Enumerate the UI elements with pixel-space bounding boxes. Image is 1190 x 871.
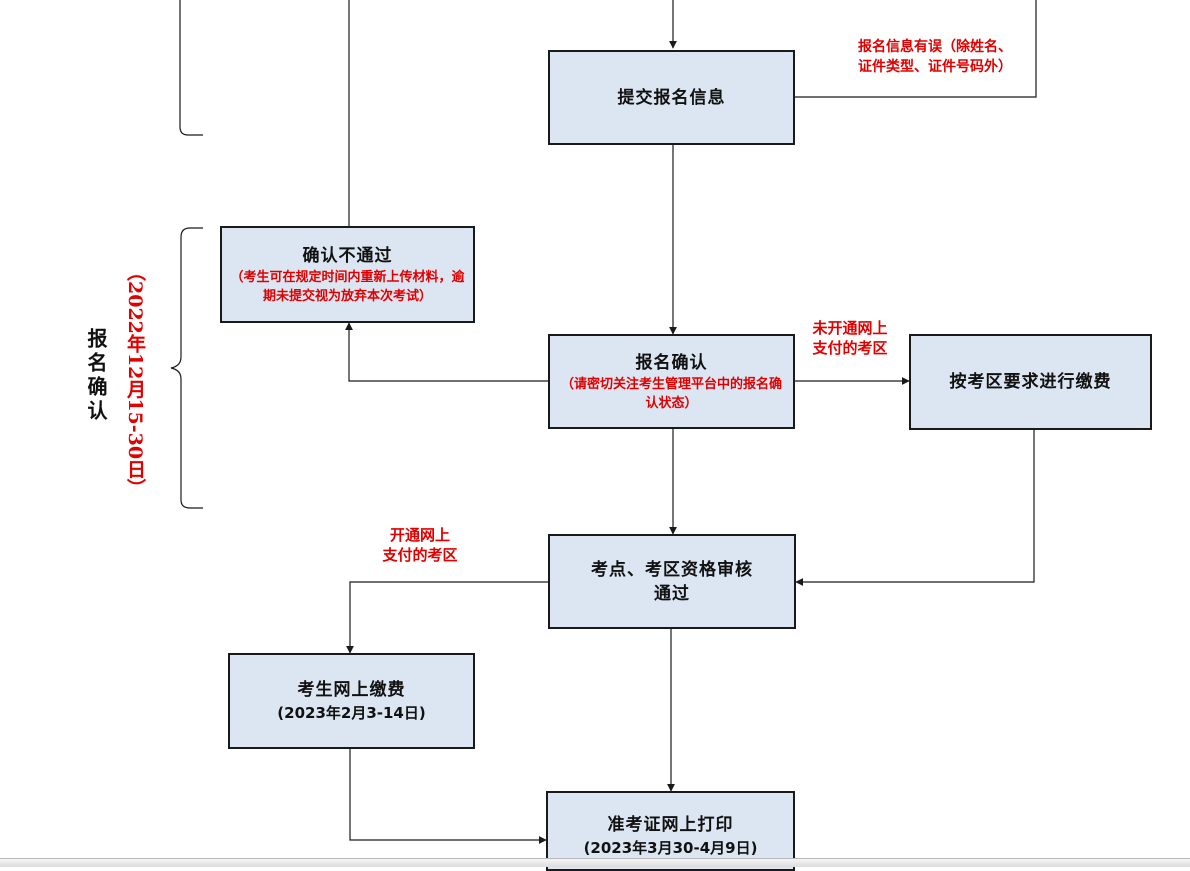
online-pay-date: (2023年2月3-14日) (277, 704, 426, 722)
stage-brace (170, 227, 203, 509)
label-info-error-line2: 证件类型、证件号码外） (858, 59, 1012, 75)
arrow-online-pay-to-print (349, 749, 547, 844)
line-info-error-loop (795, 0, 1037, 98)
label-info-error-line1: 报名信息有误（除姓名、 (858, 39, 1012, 55)
district-pay-title: 按考区要求进行缴费 (949, 372, 1112, 392)
label-no-online-line2: 支付的考区 (812, 339, 888, 357)
online-pay-title: 考生网上缴费 (297, 680, 406, 700)
reject-note: （考生可在规定时间内重新上传材料，逾期未提交视为放弃本次考试） (230, 269, 465, 304)
arrow-confirm-to-reject (345, 322, 548, 382)
label-no-online-line1: 未开通网上 (812, 319, 888, 337)
confirm-title: 报名确认 (635, 352, 708, 373)
confirm-note: （请密切关注考生管理平台中的报名确认状态） (560, 376, 782, 411)
stage-name: 报名确认 (84, 328, 108, 424)
submit-title: 提交报名信息 (617, 87, 726, 108)
upper-brace (179, 0, 203, 136)
print-title: 准考证网上打印 (607, 815, 734, 835)
box-submit-info: 提交报名信息 (548, 50, 795, 145)
label-has-online-line1: 开通网上 (389, 526, 450, 544)
label-info-error: 报名信息有误（除姓名、 证件类型、证件号码外） (820, 37, 1050, 77)
box-online-pay: 考生网上缴费 (2023年2月3-14日) (228, 653, 475, 749)
stage-date: （2022年12月15-30日） (124, 262, 146, 498)
box-confirm-reject: 确认不通过 （考生可在规定时间内重新上传材料，逾期未提交视为放弃本次考试） (220, 226, 475, 323)
label-has-online-line2: 支付的考区 (382, 546, 458, 564)
label-has-online-pay: 开通网上 支付的考区 (360, 525, 480, 565)
box-qualification-review: 考点、考区资格审核 通过 (548, 534, 796, 629)
reject-title: 确认不通过 (302, 245, 393, 266)
review-title: 考点、考区资格审核 (591, 559, 753, 580)
label-no-online-pay: 未开通网上 支付的考区 (795, 318, 905, 358)
review-title-2: 通过 (654, 583, 690, 604)
window-bottom-edge (0, 858, 1190, 867)
print-date: (2023年3月30-4月9日) (583, 839, 758, 857)
box-registration-confirm: 报名确认 （请密切关注考生管理平台中的报名确认状态） (548, 334, 795, 429)
arrow-review-to-online-pay (346, 581, 548, 654)
arrow-district-pay-to-review (795, 430, 1035, 586)
box-admission-print: 准考证网上打印 (2023年3月30-4月9日) (546, 791, 795, 871)
box-district-pay: 按考区要求进行缴费 (909, 334, 1152, 430)
